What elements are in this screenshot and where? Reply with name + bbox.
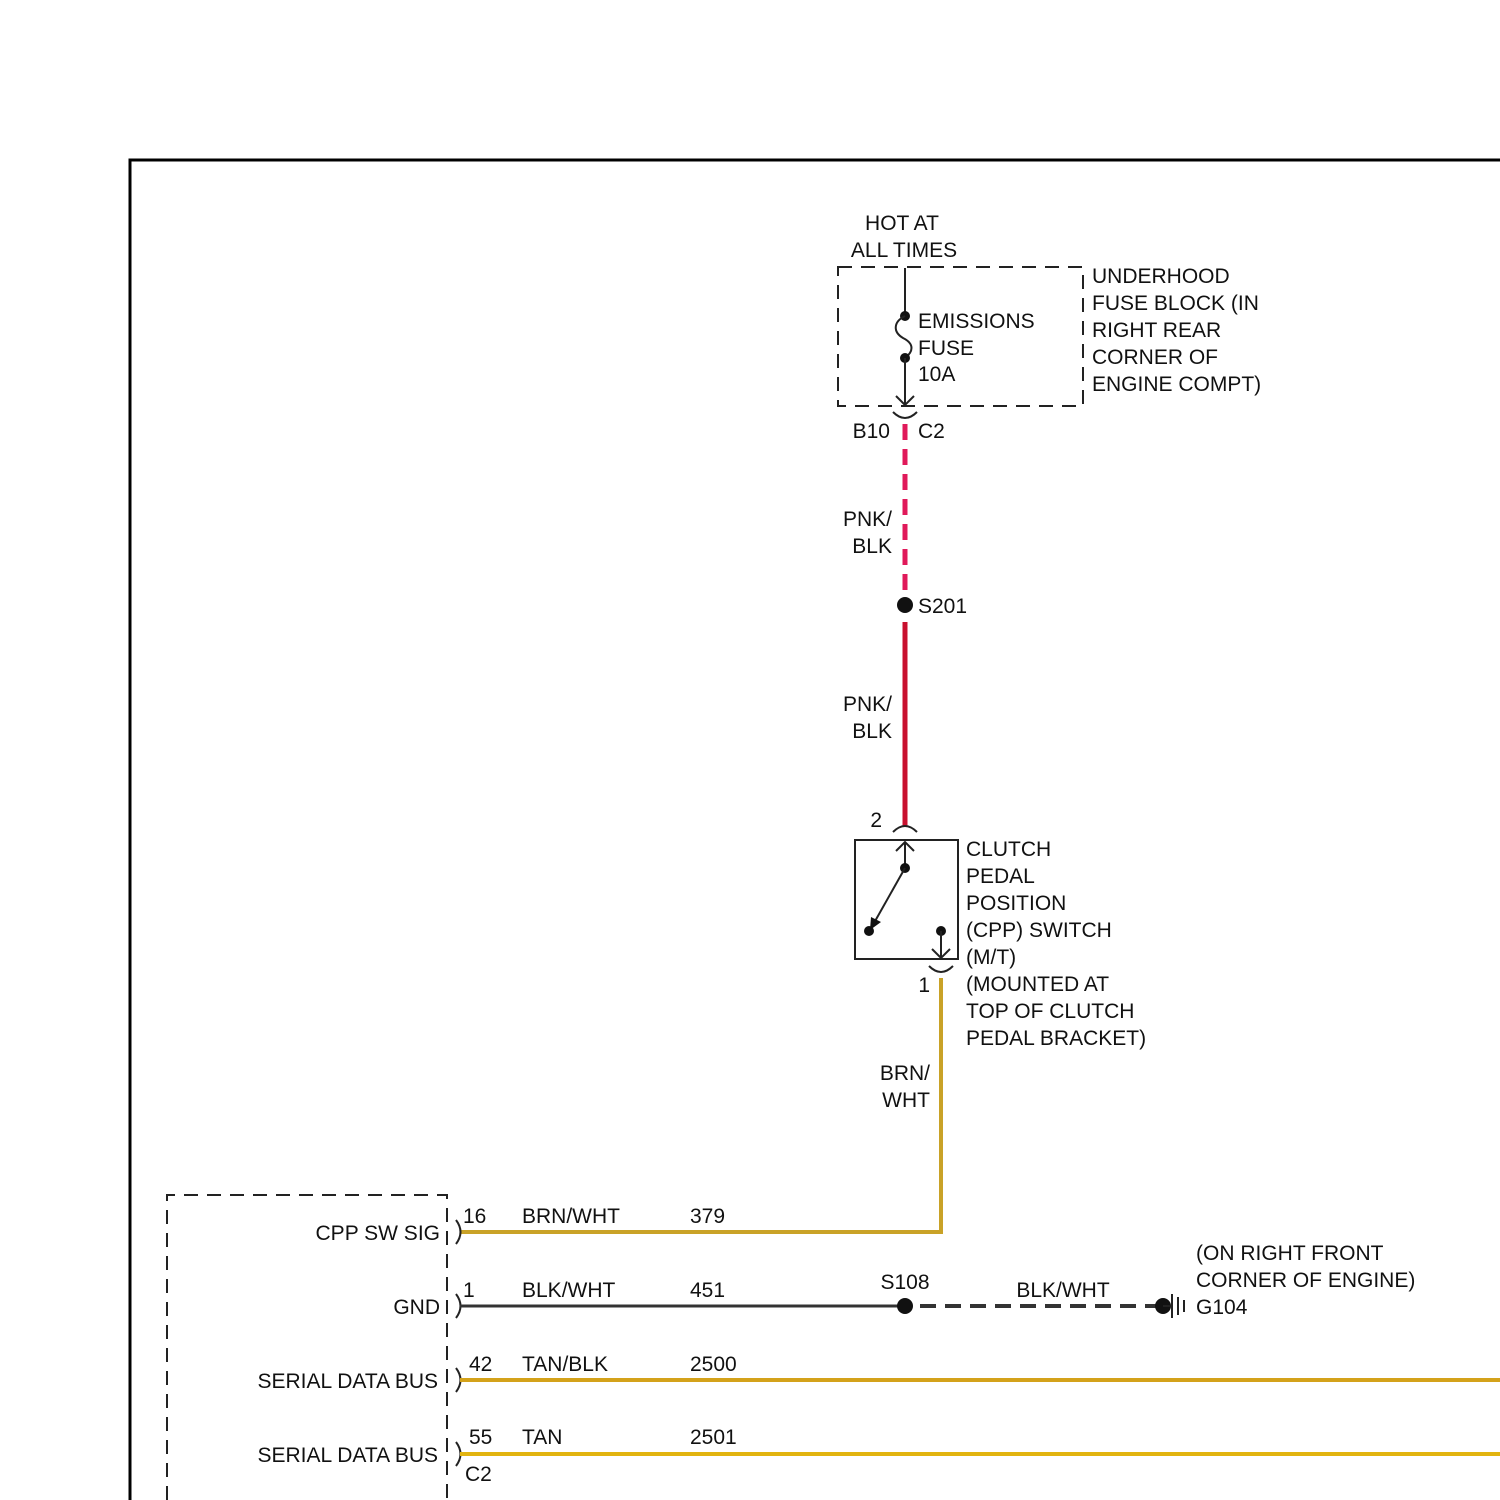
- circuit-name: SERIAL DATA BUS: [258, 1444, 439, 1467]
- fuse-block-connector-label: C2: [918, 420, 945, 443]
- fuse-block-label-1: UNDERHOOD: [1092, 265, 1230, 288]
- ground-g104-location-2: CORNER OF ENGINE): [1196, 1269, 1415, 1292]
- ground-g104-label: G104: [1196, 1296, 1248, 1319]
- fuse-block-label-3: RIGHT REAR: [1092, 319, 1221, 342]
- wire-pnk-blk-label-1b: BLK: [852, 535, 892, 558]
- circuit-name: GND: [393, 1296, 440, 1319]
- ground-g104-symbol: [1155, 1294, 1184, 1318]
- circuit-number: 451: [690, 1279, 725, 1302]
- cpp-switch-label-5: (M/T): [966, 946, 1016, 969]
- ground-wire-label: BLK/WHT: [1016, 1279, 1110, 1302]
- circuit-number: 2501: [690, 1426, 737, 1449]
- splice-s201: [897, 597, 913, 613]
- power-source-label-2: ALL TIMES: [851, 239, 957, 262]
- cpp-switch-label-8: PEDAL BRACKET): [966, 1027, 1146, 1050]
- wire-brn-wht-label-2: WHT: [882, 1089, 930, 1112]
- cpp-switch-label-1: CLUTCH: [966, 838, 1051, 861]
- power-source-label-1: HOT AT: [865, 212, 939, 235]
- circuit-number: 379: [690, 1205, 725, 1228]
- fuse-block-label-5: ENGINE COMPT): [1092, 373, 1261, 396]
- cpp-switch-label-2: PEDAL: [966, 865, 1035, 888]
- circuit-pin: 42: [469, 1353, 492, 1376]
- circuit-pin: 1: [463, 1279, 475, 1302]
- cpp-switch-pin-top: 2: [870, 809, 882, 832]
- circuit-wire-color: TAN: [522, 1426, 562, 1449]
- wire-pnk-blk-label-1a: PNK/: [843, 508, 892, 531]
- circuit-name: CPP SW SIG: [316, 1222, 440, 1245]
- circuit-row: SERIAL DATA BUS 55 TAN 2501: [258, 1426, 1500, 1467]
- cpp-switch-label-7: TOP OF CLUTCH: [966, 1000, 1134, 1023]
- cpp-switch-label-4: (CPP) SWITCH: [966, 919, 1112, 942]
- circuit-wire-color: BLK/WHT: [522, 1279, 616, 1302]
- fuse-block-pin-label: B10: [853, 420, 890, 443]
- cpp-switch-label-6: (MOUNTED AT: [966, 973, 1109, 996]
- fuse-block-label-4: CORNER OF: [1092, 346, 1218, 369]
- circuit-pin: 55: [469, 1426, 492, 1449]
- circuit-pin: 16: [463, 1205, 486, 1228]
- diagram-frame: [130, 160, 1500, 1500]
- circuit-wire-color: TAN/BLK: [522, 1353, 608, 1376]
- cpp-switch-label-3: POSITION: [966, 892, 1066, 915]
- circuit-name: SERIAL DATA BUS: [258, 1370, 439, 1393]
- fuse-block-label-2: FUSE BLOCK (IN: [1092, 292, 1259, 315]
- wire-brn-wht: [460, 978, 941, 1232]
- circuit-row: GND 1 BLK/WHT 451: [393, 1279, 905, 1319]
- splice-s108-label: S108: [880, 1271, 929, 1294]
- cpp-switch-pin-bottom: 1: [918, 974, 930, 997]
- circuit-row: CPP SW SIG 16 BRN/WHT 379: [316, 1205, 726, 1245]
- module-connector-label: C2: [465, 1463, 492, 1486]
- cpp-switch: [855, 826, 958, 972]
- wire-brn-wht-label-1: BRN/: [880, 1062, 930, 1085]
- splice-s201-label: S201: [918, 595, 967, 618]
- fuse-label-1: EMISSIONS: [918, 310, 1035, 333]
- circuit-wire-color: BRN/WHT: [522, 1205, 620, 1228]
- circuit-row: SERIAL DATA BUS 42 TAN/BLK 2500: [258, 1353, 1500, 1393]
- wire-pnk-blk-label-2a: PNK/: [843, 693, 892, 716]
- circuit-number: 2500: [690, 1353, 737, 1376]
- splice-s108: [897, 1298, 913, 1314]
- ground-g104-location-1: (ON RIGHT FRONT: [1196, 1242, 1384, 1265]
- fuse-label-3: 10A: [918, 363, 955, 386]
- fuse-label-2: FUSE: [918, 337, 974, 360]
- wire-pnk-blk-label-2b: BLK: [852, 720, 892, 743]
